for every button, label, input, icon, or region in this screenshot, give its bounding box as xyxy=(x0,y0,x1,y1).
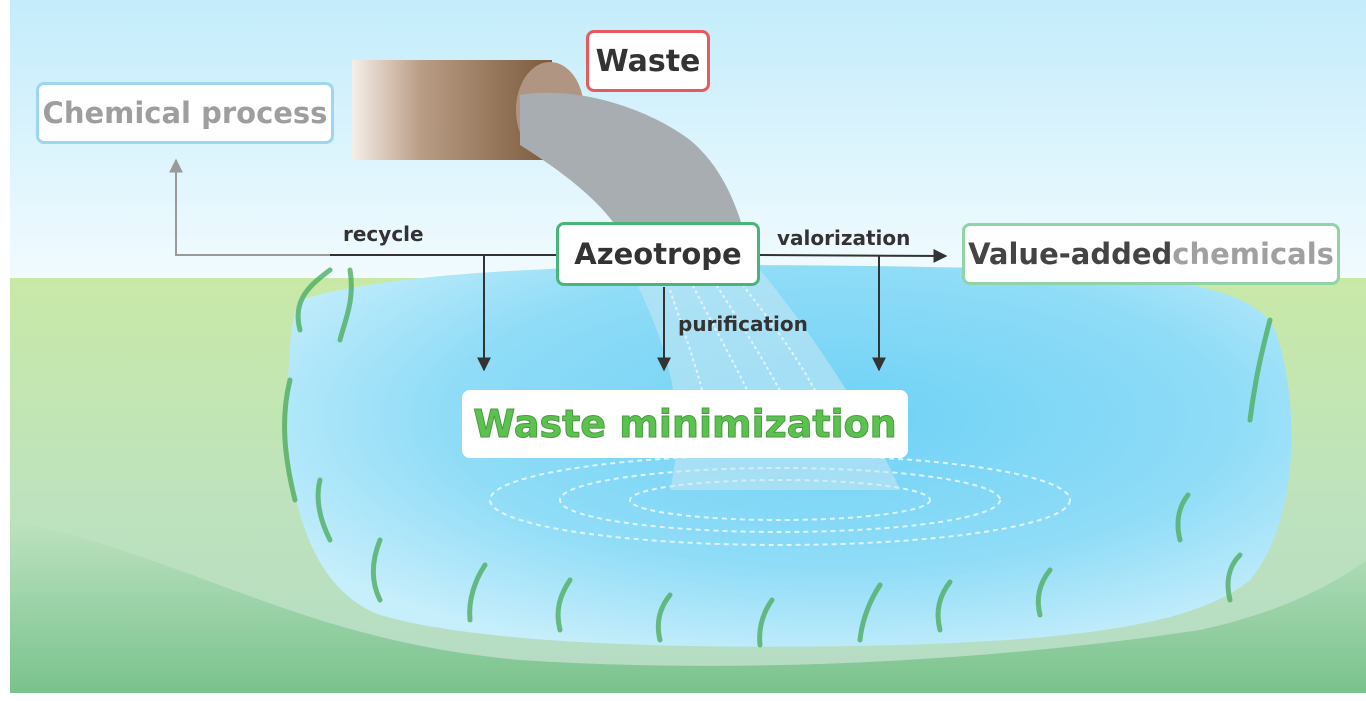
stream-streaks xyxy=(669,274,821,431)
value-added-chemicals-node: Value-added chemicals xyxy=(962,223,1340,285)
shore-grass xyxy=(10,520,1366,693)
recycle-label: recycle xyxy=(343,222,424,246)
azeotrope-node: Azeotrope xyxy=(556,222,760,286)
azeotrope-label: Azeotrope xyxy=(574,237,742,271)
reeds xyxy=(282,267,1273,648)
purification-label: purification xyxy=(678,312,808,336)
value-added-label: Value-added xyxy=(968,237,1173,271)
chemical-process-node: Chemical process xyxy=(36,82,334,144)
chemicals-label: chemicals xyxy=(1172,237,1334,271)
waste-stream xyxy=(520,92,745,238)
valorization-label: valorization xyxy=(777,226,911,250)
waste-node: Waste xyxy=(586,30,710,92)
valorization-arrow xyxy=(759,248,948,263)
waste-minimization-label: Waste minimization xyxy=(473,402,897,447)
chemical-process-label: Chemical process xyxy=(42,96,328,130)
waste-minimization-node: Waste minimization xyxy=(462,390,908,458)
waste-label: Waste xyxy=(595,43,701,79)
connector-arrows xyxy=(169,158,948,372)
